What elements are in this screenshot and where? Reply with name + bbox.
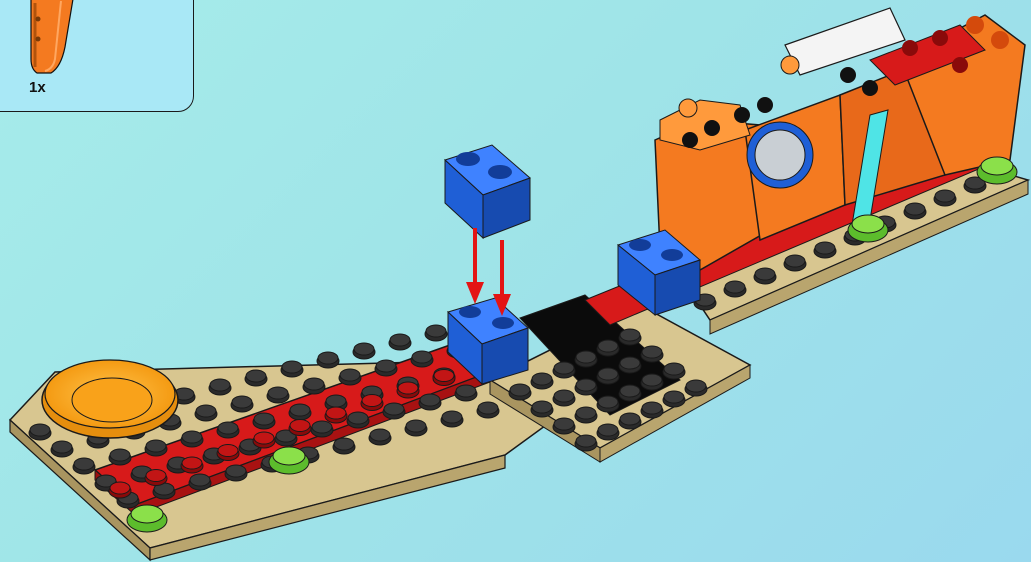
stud-top	[146, 440, 166, 452]
stud-top	[642, 374, 662, 386]
stud-top	[642, 346, 662, 358]
yellow-dish-piece	[42, 360, 178, 438]
stud-top	[642, 402, 662, 414]
blue-brick-new	[445, 145, 530, 238]
stud-top	[30, 424, 50, 436]
stud-top	[254, 413, 274, 425]
stud-top	[420, 394, 440, 406]
stud-top	[664, 363, 684, 375]
stud-top	[426, 325, 446, 337]
stud-top	[554, 362, 574, 374]
stud-top	[232, 396, 252, 408]
stud-top	[620, 357, 640, 369]
stud-top	[434, 370, 454, 382]
stud-top	[905, 203, 925, 215]
stud-top	[620, 385, 640, 397]
stud-top	[725, 281, 745, 293]
stud-top	[246, 370, 266, 382]
stud-top	[456, 385, 476, 397]
stud-top	[755, 268, 775, 280]
stud-top	[226, 465, 246, 477]
stud-top	[532, 373, 552, 385]
stud-top	[110, 482, 130, 494]
stud-top	[376, 360, 396, 372]
stud-top	[815, 242, 835, 254]
stud-top	[304, 378, 324, 390]
stud-top	[354, 343, 374, 355]
stud-top	[785, 255, 805, 267]
stud-top	[412, 351, 432, 363]
stud-top	[218, 422, 238, 434]
stud-top	[620, 413, 640, 425]
stud-top	[290, 420, 310, 432]
stud-top	[598, 340, 618, 352]
stud-top	[576, 435, 596, 447]
stud-top	[74, 458, 94, 470]
stud-top	[196, 405, 216, 417]
stud-top	[398, 382, 418, 394]
stud-top	[598, 396, 618, 408]
stud-top	[370, 429, 390, 441]
stud-top	[146, 470, 166, 482]
stud-top	[290, 404, 310, 416]
stud-top	[576, 379, 596, 391]
stud-top	[442, 411, 462, 423]
stud-top	[110, 449, 130, 461]
stud-top	[576, 407, 596, 419]
stud-top	[340, 369, 360, 381]
stud-top	[282, 361, 302, 373]
stud-top	[312, 421, 332, 433]
stud-top	[686, 380, 706, 392]
stud-top	[318, 352, 338, 364]
stud-top	[478, 402, 498, 414]
stud-top	[406, 420, 426, 432]
stud-top	[510, 384, 530, 396]
stud-top	[190, 474, 210, 486]
stud-top	[554, 390, 574, 402]
stud-top	[576, 351, 596, 363]
stud-top	[182, 457, 202, 469]
stud-top	[348, 412, 368, 424]
stud-top	[664, 391, 684, 403]
stud-top	[254, 432, 274, 444]
stud-top	[52, 441, 72, 453]
stud-top	[532, 401, 552, 413]
stud-top	[384, 403, 404, 415]
stud-top	[210, 379, 230, 391]
stud-top	[326, 407, 346, 419]
stud-top	[620, 329, 640, 341]
stud-top	[390, 334, 410, 346]
stud-top	[598, 424, 618, 436]
stud-top	[598, 368, 618, 380]
stud-top	[268, 387, 288, 399]
stud-top	[554, 418, 574, 430]
stud-top	[362, 395, 382, 407]
stud-top	[326, 395, 346, 407]
stud-top	[218, 445, 238, 457]
stud-top	[182, 431, 202, 443]
stud-top	[935, 190, 955, 202]
stud-top	[334, 438, 354, 450]
